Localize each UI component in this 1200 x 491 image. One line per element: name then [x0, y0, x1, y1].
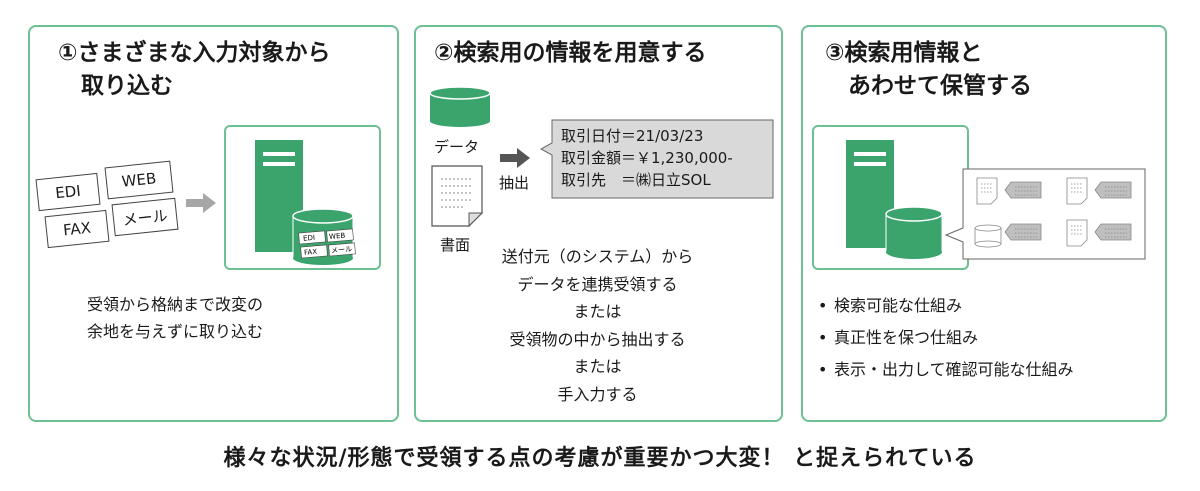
input-edi-card: EDI: [35, 172, 101, 212]
server-with-database-icon-2: [846, 140, 943, 259]
document-label: 書面: [440, 236, 471, 254]
extracted-date: 取引日付＝21/03/23: [561, 127, 704, 145]
input-mail-card: メール: [111, 197, 179, 237]
svg-text:FAX: FAX: [304, 248, 318, 257]
svg-text:EDI: EDI: [303, 234, 316, 243]
input-web-label: WEB: [120, 169, 158, 191]
extract-label: 抽出: [499, 174, 530, 192]
bullet-icon: •: [818, 328, 828, 347]
bullet-text: 真正性を保つ仕組み: [834, 328, 979, 347]
panel3-title: ③検索用情報と あわせて保管する: [825, 40, 1032, 99]
extract-arrow-icon: [500, 148, 530, 168]
paper-document-icon: [431, 165, 483, 227]
bullet-icon: •: [818, 360, 828, 379]
bullet-icon: •: [818, 296, 828, 315]
right-arrow-icon: [186, 193, 216, 213]
extracted-fields-box: [540, 119, 774, 199]
svg-text:メール: メール: [331, 245, 353, 255]
panel1-title: ①さまざまな入力対象から 取り込む: [58, 40, 331, 99]
stored-records-callout: [945, 168, 1146, 260]
panel1-caption: 受領から格納まで改変の 余地を与えずに取り込む: [87, 295, 264, 341]
input-fax-card: FAX: [44, 209, 110, 249]
svg-text:WEB: WEB: [329, 232, 346, 241]
extracted-fields: 取引日付＝21/03/23 取引金額＝￥1,230,000- 取引先 ＝㈱日立S…: [561, 125, 733, 191]
input-mail-label: メール: [121, 206, 169, 229]
extracted-amount: 取引金額＝￥1,230,000-: [561, 149, 733, 167]
input-fax-label: FAX: [62, 218, 92, 240]
panel2-title: ②検索用の情報を用意する: [434, 40, 707, 66]
database-icon: [429, 86, 491, 127]
extracted-partner: 取引先 ＝㈱日立SOL: [561, 171, 711, 189]
server-with-database-icon: EDI WEB FAX メール: [255, 140, 356, 265]
bullet-text: 検索可能な仕組み: [834, 296, 963, 315]
summary-footer: 様々な状況/形態で受領する点の考慮が重要かつ大変！ と捉えられている: [223, 446, 977, 471]
data-label: データ: [434, 138, 480, 156]
list-item: • 真正性を保つ仕組み: [818, 322, 1074, 354]
input-edi-label: EDI: [54, 181, 82, 203]
panel2-caption: 送付元（のシステム）から データを連携受領する または 受領物の中から抽出する …: [501, 247, 694, 404]
requirements-list: • 検索可能な仕組み • 真正性を保つ仕組み • 表示・出力して確認可能な仕組み: [818, 290, 1074, 386]
list-item: • 表示・出力して確認可能な仕組み: [818, 354, 1074, 386]
input-web-card: WEB: [104, 160, 174, 200]
list-item: • 検索可能な仕組み: [818, 290, 1074, 322]
bullet-text: 表示・出力して確認可能な仕組み: [834, 360, 1074, 379]
